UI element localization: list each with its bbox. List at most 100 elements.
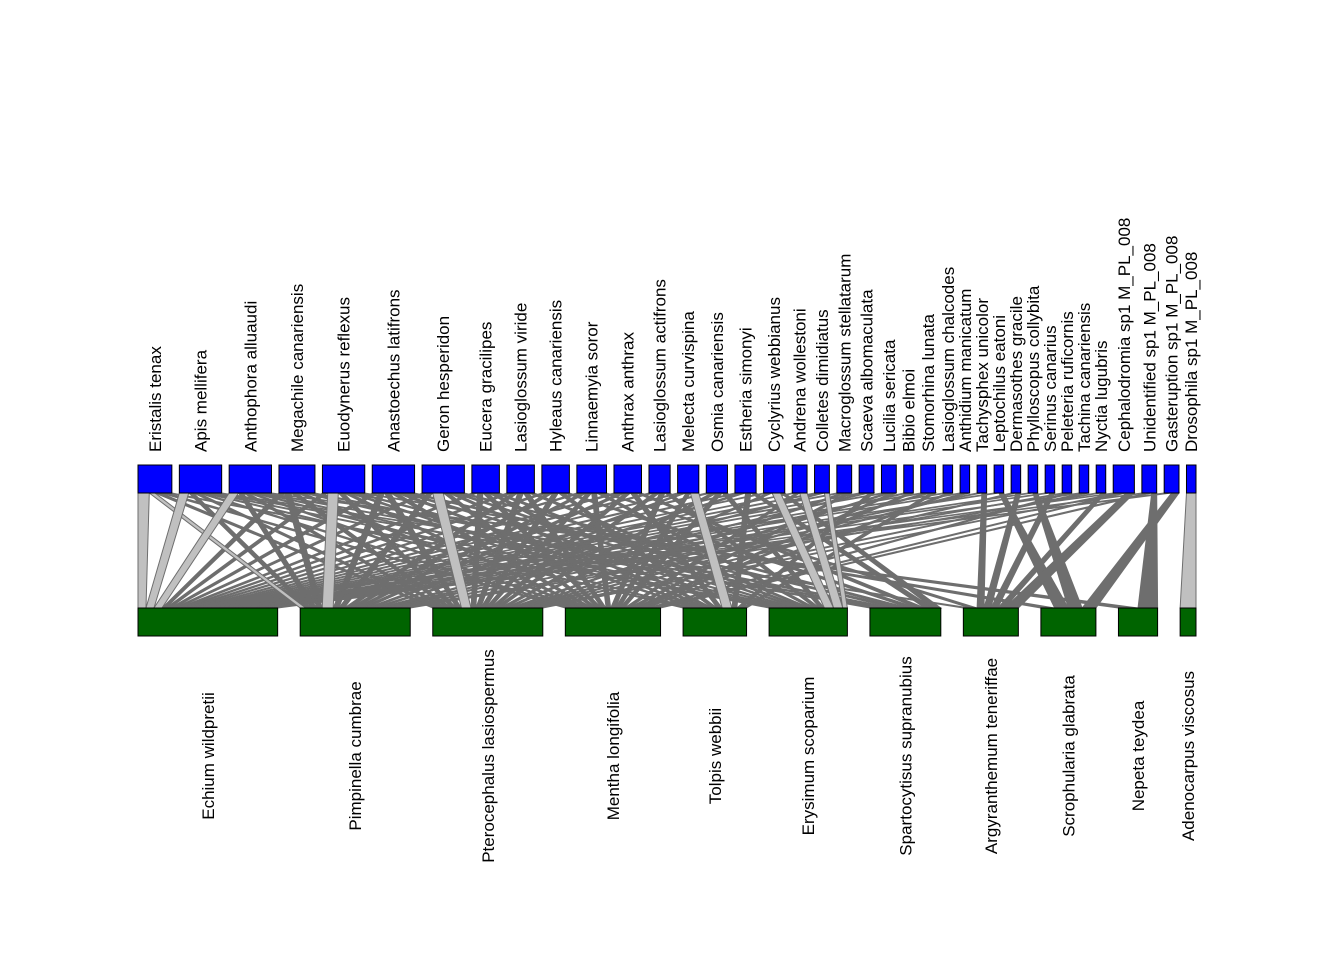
lower-box-argyranthemum-teneriffae (962, 607, 1019, 637)
higher-label-euodynerus-reflexus: Euodynerus reflexus (335, 297, 354, 452)
higher-label-geron-hesperidon: Geron hesperidon (434, 316, 453, 452)
lower-label-echium-wildpretii: Echium wildpretii (199, 692, 218, 820)
higher-box-dermasothes-gracile (1010, 464, 1022, 494)
higher-label-macroglossum-stellatarum: Macroglossum stellatarum (835, 254, 854, 452)
higher-label-bibio-elmoi: Bibio elmoi (900, 369, 919, 452)
higher-label-lucilia-sericata: Lucilia sericata (880, 339, 899, 452)
higher-box-lasioglossum-viride (506, 464, 535, 494)
higher-label-osmia-canariensis: Osmia canariensis (708, 312, 727, 452)
lower-label-tolpis-webbii: Tolpis webbii (706, 708, 725, 804)
higher-label-melecta-curvispina: Melecta curvispina (679, 311, 698, 452)
higher-level-boxes (137, 464, 1197, 494)
higher-box-geron-hesperidon (421, 464, 465, 494)
higher-label-anastoechus-latifrons: Anastoechus latifrons (384, 289, 403, 452)
lower-label-argyranthemum-teneriffae: Argyranthemum teneriffae (982, 658, 1001, 854)
higher-label-stomorhina-lunata: Stomorhina lunata (919, 313, 938, 452)
higher-label-cyclyrius-webbianus: Cyclyrius webbianus (765, 297, 784, 452)
higher-label-drosophila-sp1-m-pl-008: Drosophila sp1 M_PL_008 (1182, 252, 1201, 452)
higher-box-estheria-simonyi (734, 464, 757, 494)
higher-label-tachina-canariensis: Tachina canariensis (1075, 303, 1094, 452)
higher-label-anthrax-anthrax: Anthrax anthrax (619, 331, 638, 452)
higher-box-andrena-wollestoni (791, 464, 808, 494)
higher-box-tachina-canariensis (1078, 464, 1090, 494)
higher-box-anthophora-alluaudi (228, 464, 272, 494)
higher-label-anthophora-alluaudi: Anthophora alluaudi (241, 301, 260, 452)
higher-label-linnaemyia-soror: Linnaemyia soror (583, 321, 602, 452)
higher-label-andrena-wollestoni: Andrena wollestoni (791, 308, 810, 452)
lower-box-pimpinella-cumbrae (299, 607, 411, 637)
lower-box-nepeta-teydea (1117, 607, 1159, 637)
higher-box-apis-mellifera (178, 464, 223, 494)
lower-label-adenocarpus-viscosus: Adenocarpus viscosus (1179, 671, 1198, 841)
lower-level-labels: Echium wildpretii Pimpinella cumbrae Ptero… (199, 649, 1198, 863)
lower-box-mentha-longifolia (564, 607, 662, 637)
higher-box-tachysphex-unicolor (976, 464, 988, 494)
lower-label-scrophularia-glabrata: Scrophularia glabrata (1059, 675, 1078, 837)
lower-label-nepeta-teydea: Nepeta teydea (1129, 700, 1148, 811)
higher-label-cephalodromia-sp1-m-pl-008: Cephalodromia sp1 M_PL_008 (1115, 218, 1134, 452)
higher-box-peleteria-ruficornis (1061, 464, 1073, 494)
higher-box-macroglossum-stellatarum (836, 464, 853, 494)
higher-box-cyclyrius-webbianus (763, 464, 786, 494)
higher-label-nyctia-lugubris: Nyctia lugubris (1092, 341, 1111, 453)
higher-box-eristalis-tenax (137, 464, 173, 494)
higher-label-eucera-gracilipes: Eucera gracilipes (477, 322, 496, 452)
higher-level-labels: Eristalis tenax Apis mellifera Anthophora … (146, 218, 1201, 452)
lower-box-adenocarpus-viscosus (1179, 607, 1197, 637)
higher-label-leptochilus-eatoni: Leptochilus eatoni (990, 315, 1009, 452)
lower-label-mentha-longifolia: Mentha longifolia (604, 691, 623, 820)
lower-label-spartocytisus-supranubius: Spartocytisus supranubius (896, 656, 915, 855)
higher-label-lasioglossum-chalcodes: Lasioglossum chalcodes (939, 267, 958, 452)
lower-box-tolpis-webbii (682, 607, 748, 637)
higher-box-drosophila-sp1-m-pl-008 (1185, 464, 1197, 494)
lower-box-echium-wildpretii (137, 607, 279, 637)
higher-box-melecta-curvispina (677, 464, 700, 494)
higher-box-megachile-canariensis (278, 464, 316, 494)
higher-box-lasioglossum-actifrons (648, 464, 671, 494)
higher-label-peleteria-ruficornis: Peleteria ruficornis (1058, 311, 1077, 452)
link-unidentified-sp1-m-pl-008-nepeta-teydea (1137, 492, 1159, 609)
higher-box-anthrax-anthrax (613, 464, 642, 494)
higher-box-serinus-canarius (1044, 464, 1056, 494)
higher-label-unidentified-sp1-m-pl-008: Unidentified sp1 M_PL_008 (1140, 243, 1159, 452)
higher-label-anthidium-manicatum: Anthidium manicatum (956, 289, 975, 452)
higher-label-apis-mellifera: Apis mellifera (192, 349, 211, 452)
higher-box-cephalodromia-sp1-m-pl-008 (1112, 464, 1135, 494)
lower-label-pterocephalus-lasiospermus: Pterocephalus lasiospermus (479, 649, 498, 863)
higher-label-scaeva-albomaculata: Scaeva albomaculata (858, 289, 877, 452)
higher-label-serinus-canarius: Serinus canarius (1041, 325, 1060, 452)
lower-box-pterocephalus-lasiospermus (432, 607, 544, 637)
higher-label-megachile-canariensis: Megachile canariensis (288, 284, 307, 452)
higher-box-bibio-elmoi (903, 464, 914, 494)
lower-level-boxes (137, 607, 1197, 637)
higher-box-unidentified-sp1-m-pl-008 (1141, 464, 1158, 494)
link-drosophila-sp1-m-pl-008-adenocarpus-viscosus (1179, 492, 1197, 609)
higher-label-lasioglossum-actifrons: Lasioglossum actifrons (651, 279, 670, 452)
higher-label-eristalis-tenax: Eristalis tenax (146, 346, 165, 452)
lower-box-erysimum-scoparium (768, 607, 848, 637)
higher-box-phylloscopus-collybita (1027, 464, 1039, 494)
link-eristalis-tenax-echium-wildpretii (137, 492, 150, 609)
higher-box-hyleaus-canariensis (541, 464, 570, 494)
higher-label-lasioglossum-viride: Lasioglossum viride (512, 303, 531, 452)
higher-label-gasteruption-sp1-m-pl-008: Gasteruption sp1 M_PL_008 (1163, 236, 1182, 452)
higher-box-eucera-gracilipes (471, 464, 500, 494)
higher-box-anthidium-manicatum (959, 464, 971, 494)
higher-label-phylloscopus-collybita: Phylloscopus collybita (1024, 285, 1043, 452)
lower-label-erysimum-scoparium: Erysimum scoparium (799, 677, 818, 836)
higher-box-stomorhina-lunata (920, 464, 937, 494)
higher-box-osmia-canariensis (705, 464, 728, 494)
higher-box-euodynerus-reflexus (321, 464, 366, 494)
higher-box-gasteruption-sp1-m-pl-008 (1163, 464, 1180, 494)
lower-label-pimpinella-cumbrae: Pimpinella cumbrae (346, 681, 365, 830)
link-gasteruption-sp1-m-pl-008-scrophularia-glabrata (1081, 492, 1180, 609)
higher-box-anastoechus-latifrons (371, 464, 416, 494)
lower-box-spartocytisus-supranubius (869, 607, 942, 637)
higher-box-linnaemyia-soror (576, 464, 607, 494)
higher-label-hyleaus-canariensis: Hyleaus canariensis (547, 300, 566, 452)
lower-box-scrophularia-glabrata (1040, 607, 1097, 637)
higher-label-dermasothes-gracile: Dermasothes gracile (1007, 296, 1026, 452)
higher-box-nyctia-lugubris (1095, 464, 1107, 494)
higher-label-colletes-dimidiatus: Colletes dimidiatus (813, 309, 832, 452)
